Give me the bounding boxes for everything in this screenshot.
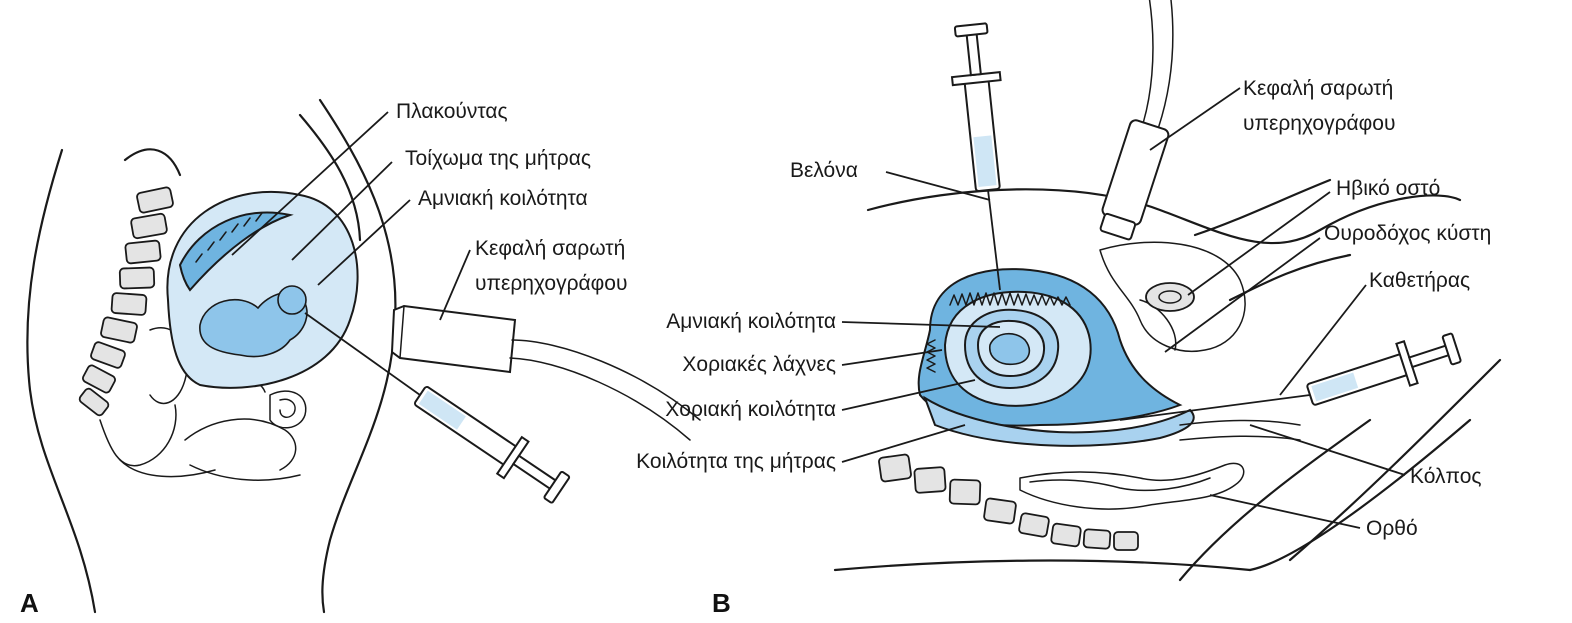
label-amniotic-cavity-b: Αμνιακή κοιλότητα: [666, 310, 836, 333]
label-probe-a-line2: υπερηχογράφου: [475, 272, 627, 295]
label-probe-b-line2: υπερηχογράφου: [1243, 112, 1395, 135]
panel-b-illustration: Βελόνα Κεφαλή σαρωτή υπερηχογράφου Ηβικό…: [636, 0, 1500, 618]
rectum: [1020, 463, 1244, 509]
label-needle: Βελόνα: [790, 159, 858, 182]
bladder-a: [270, 391, 306, 428]
label-uterine-cavity: Κοιλότητα της μήτρας: [636, 450, 836, 473]
label-catheter: Καθετήρας: [1369, 269, 1470, 292]
label-chorionic-villi: Χοριακές λάχνες: [682, 353, 836, 376]
label-chorionic-cavity: Χοριακή κοιλότητα: [665, 398, 836, 421]
label-placenta: Πλακούντας: [396, 100, 508, 123]
syringe-b-top: [947, 22, 1012, 192]
panel-a-letter: A: [20, 588, 39, 618]
spine-b: [878, 454, 1138, 550]
vagina: [1180, 420, 1300, 425]
label-probe-a-line1: Κεφαλή σαρωτή: [475, 237, 625, 260]
label-uterine-wall: Τοίχωμα της μήτρας: [405, 147, 591, 170]
spine: [78, 187, 174, 417]
pubic-bone: [1146, 283, 1194, 311]
embryo-b: [990, 334, 1030, 365]
label-bladder: Ουροδόχος κύστη: [1324, 222, 1491, 245]
syringe-a: [408, 377, 574, 509]
abdomen-outline: [320, 100, 395, 612]
syringe-b-catheter: [1303, 326, 1463, 415]
panel-a-illustration: Πλακούντας Τοίχωμα της μήτρας Αμνιακή κο…: [20, 100, 700, 618]
label-pubic-bone: Ηβικό οστό: [1336, 177, 1440, 200]
label-vagina: Κόλπος: [1410, 465, 1482, 488]
label-amniotic-cavity-a: Αμνιακή κοιλότητα: [418, 187, 588, 210]
label-rectum: Ορθό: [1366, 517, 1418, 540]
label-probe-b-line1: Κεφαλή σαρωτή: [1243, 77, 1393, 100]
panel-b-letter: B: [712, 588, 731, 618]
probe-b: [1029, 0, 1231, 241]
